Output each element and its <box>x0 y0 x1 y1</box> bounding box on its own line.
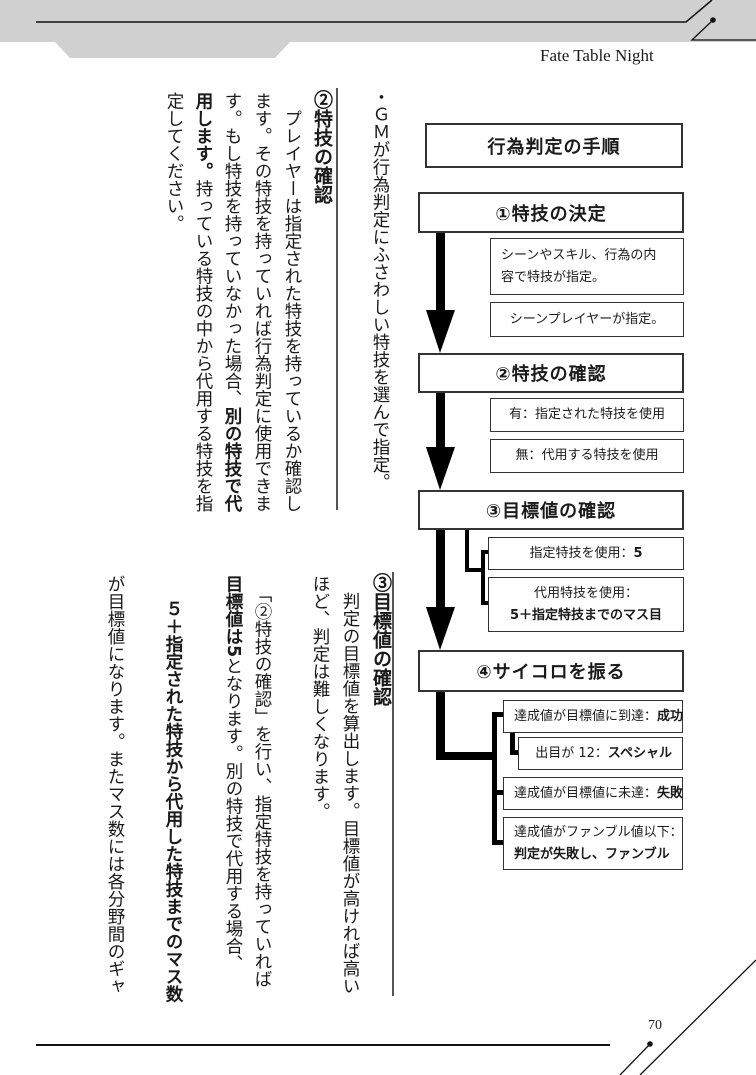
note-text: シーンプレイヤーが指定。 <box>509 311 665 327</box>
note-box: シーンプレイヤーが指定。 <box>490 302 684 337</box>
result-box: 達成値がファンブル値以下： 判定が失敗し、ファンブル <box>503 817 683 870</box>
result-emphasis: 失敗 <box>657 785 684 801</box>
flowchart-title: 行為判定の手順 <box>425 123 683 168</box>
section3-heading: ③目標値の確認 <box>370 573 392 706</box>
body-text: となります。別の特技で代用する場合、 <box>223 657 243 973</box>
result-box: 達成値が目標値に未達：失敗 <box>503 777 683 810</box>
body-text: ほど、判定は難しくなります。 <box>310 575 330 820</box>
step-label: ③目標値の確認 <box>485 501 617 522</box>
emphasis-text: 用します。 <box>193 92 213 180</box>
result-text: 達成値が目標値に到達： <box>514 708 658 724</box>
section-rule <box>336 88 338 510</box>
body-text: 持っている特技の中から代用する特技を指 <box>193 179 213 513</box>
text-column: 目標値は5となります。別の特技で代用する場合、 <box>218 575 248 972</box>
step-box: ③目標値の確認 <box>418 490 684 530</box>
note-box: シーンやスキル、行為の内容で特技が指定。 <box>490 238 684 295</box>
note-box: 有：指定された特技を使用 <box>490 398 684 432</box>
text-column: ほど、判定は難しくなります。 <box>305 575 335 820</box>
note-box: 指定特技を使用：5 <box>488 537 684 570</box>
body-text: す。もし特技を持っていなかった場合、 <box>222 92 242 407</box>
body-text: プレイヤーは指定された特技を持っているか確認し <box>282 92 302 513</box>
bullet-text: ・ＧＭが行為判定にふさわしい特技を選んで指定。 <box>370 88 390 491</box>
result-text: 達成値が目標値に未達： <box>514 785 658 801</box>
text-column: 定してください。 <box>159 92 189 232</box>
result-text: 出目が 12： <box>535 745 608 761</box>
text-column: が目標値になります。またマス数には各分野間のギャ <box>100 575 130 995</box>
note-emphasis: 5 <box>633 545 643 561</box>
text-column: ５＋指定された特技から代用した特技までのマス数 <box>158 600 188 1003</box>
body-text: 定してください。 <box>164 92 184 232</box>
text-column: ます。その特技を持っていれば行為判定に使用できま <box>247 92 277 512</box>
result-emphasis: スペシャル <box>607 745 672 761</box>
result-text: 達成値がファンブル値以下： <box>514 824 683 840</box>
step-label: ④サイコロを振る <box>476 662 626 683</box>
text-column: す。もし特技を持っていなかった場合、別の特技で代 <box>217 92 247 512</box>
result-emphasis: 判定が失敗し、ファンブル <box>514 846 670 862</box>
note-box: 代用特技を使用： 5＋指定特技までのマス目 <box>488 577 684 632</box>
note-text: 無：代用する特技を使用 <box>515 448 659 463</box>
section2-heading: ②特技の確認 <box>311 90 333 204</box>
step-label: ①特技の決定 <box>495 203 607 225</box>
note-text: 容で特技が指定。 <box>501 269 606 285</box>
body-text: ます。その特技を持っていれば行為判定に使用できま <box>252 92 272 512</box>
text-column: プレイヤーは指定された特技を持っているか確認し <box>277 92 307 513</box>
step-box: ②特技の確認 <box>418 353 684 393</box>
note-text: 有：指定された特技を使用 <box>508 407 665 422</box>
step-box: ①特技の決定 <box>418 192 684 233</box>
note-text: 指定特技を使用： <box>529 545 634 561</box>
emphasis-text: 別の特技で代 <box>222 407 242 512</box>
text-column: 用します。持っている特技の中から代用する特技を指 <box>188 92 218 512</box>
result-emphasis: 成功 <box>657 708 684 724</box>
note-text: 代用特技を使用： <box>533 585 638 601</box>
note-emphasis: 5＋指定特技までのマス目 <box>509 607 663 623</box>
step-label: ②特技の確認 <box>495 364 607 385</box>
emphasis-text: 目標値は5 <box>223 575 243 658</box>
page-number: 70 <box>648 1018 662 1033</box>
running-title: Fate Table Night <box>540 46 654 65</box>
body-text: が目標値になります。またマス数には各分野間のギャ <box>105 575 125 995</box>
flowchart-title-text: 行為判定の手順 <box>487 136 621 158</box>
note-text: シーンやスキル、行為の内 <box>501 247 657 263</box>
text-column: 「②特技の確認」を行い、指定特技を持っていれば <box>247 585 277 988</box>
result-box: 達成値が目標値に到達：成功 <box>503 700 683 733</box>
body-text: 判定の目標値を算出します。目標値が高ければ高い <box>340 592 360 995</box>
result-box: 出目が 12：スペシャル <box>518 737 683 770</box>
section-rule <box>392 572 394 996</box>
text-column: 判定の目標値を算出します。目標値が高ければ高い <box>335 592 365 995</box>
note-box: 無：代用する特技を使用 <box>490 439 684 473</box>
body-text: 「②特技の確認」を行い、指定特技を持っていれば <box>252 585 272 988</box>
emphasis-text: ５＋指定された特技から代用した特技までのマス数 <box>163 600 183 1003</box>
step-box: ④サイコロを振る <box>418 650 684 692</box>
